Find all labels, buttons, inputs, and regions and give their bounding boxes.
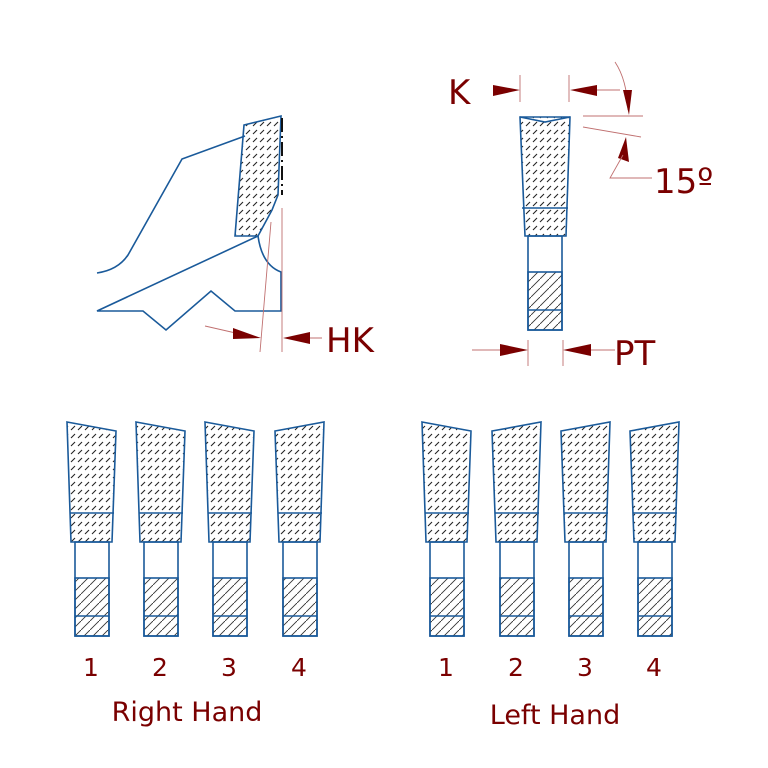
carbide-tip bbox=[66, 421, 117, 543]
tooth-1: 1 bbox=[421, 421, 472, 682]
carbide-tip bbox=[491, 421, 542, 543]
tooth-number: 4 bbox=[646, 653, 662, 682]
carbide-tip bbox=[421, 421, 472, 543]
tooth-4: 4 bbox=[629, 421, 680, 682]
carbide-tip bbox=[204, 421, 255, 543]
tooth-number: 1 bbox=[83, 653, 99, 682]
tooth-2: 2 bbox=[491, 421, 542, 682]
carbide-tip bbox=[274, 421, 325, 543]
tooth-1: 1 bbox=[66, 421, 117, 682]
arrow-icon bbox=[570, 85, 597, 96]
saw-body-outline bbox=[96, 135, 282, 332]
arrow-icon bbox=[500, 344, 528, 356]
carbide-tip bbox=[629, 421, 680, 543]
arrow-icon bbox=[493, 85, 520, 96]
tooth-number: 1 bbox=[438, 653, 454, 682]
tooth-4: 4 bbox=[274, 421, 325, 682]
hk-label: HK bbox=[326, 321, 376, 361]
tooth-3: 3 bbox=[204, 421, 255, 682]
plate-thickness-label: PT bbox=[614, 334, 656, 374]
carbide-tip bbox=[234, 114, 282, 237]
tooth-number: 4 bbox=[291, 653, 307, 682]
tooth-number: 2 bbox=[508, 653, 524, 682]
kerf-label: K bbox=[448, 73, 472, 113]
tooth-number: 3 bbox=[221, 653, 237, 682]
carbide-tip-front bbox=[519, 116, 571, 237]
bevel-angle-label: 15º bbox=[654, 162, 713, 202]
arrow-icon bbox=[283, 332, 310, 344]
arrow-icon bbox=[563, 344, 591, 356]
carbide-tip bbox=[135, 421, 186, 543]
right-hand-set: 1 2 3 4 bbox=[66, 421, 325, 682]
arrow-icon bbox=[233, 328, 261, 339]
right-hand-title: Right Hand bbox=[112, 697, 263, 728]
arrow-icon bbox=[623, 90, 632, 115]
carbide-tip bbox=[560, 421, 611, 543]
tooth-number: 2 bbox=[152, 653, 168, 682]
tooth-number: 3 bbox=[577, 653, 593, 682]
tooth-front-view: 15º K PT bbox=[448, 61, 713, 374]
left-hand-set: 1 2 3 4 bbox=[421, 421, 680, 682]
tooth-2: 2 bbox=[135, 421, 186, 682]
arrow-icon bbox=[618, 137, 629, 162]
tooth-side-profile: HK bbox=[96, 114, 376, 361]
tooth-3: 3 bbox=[560, 421, 611, 682]
left-hand-title: Left Hand bbox=[490, 700, 620, 731]
